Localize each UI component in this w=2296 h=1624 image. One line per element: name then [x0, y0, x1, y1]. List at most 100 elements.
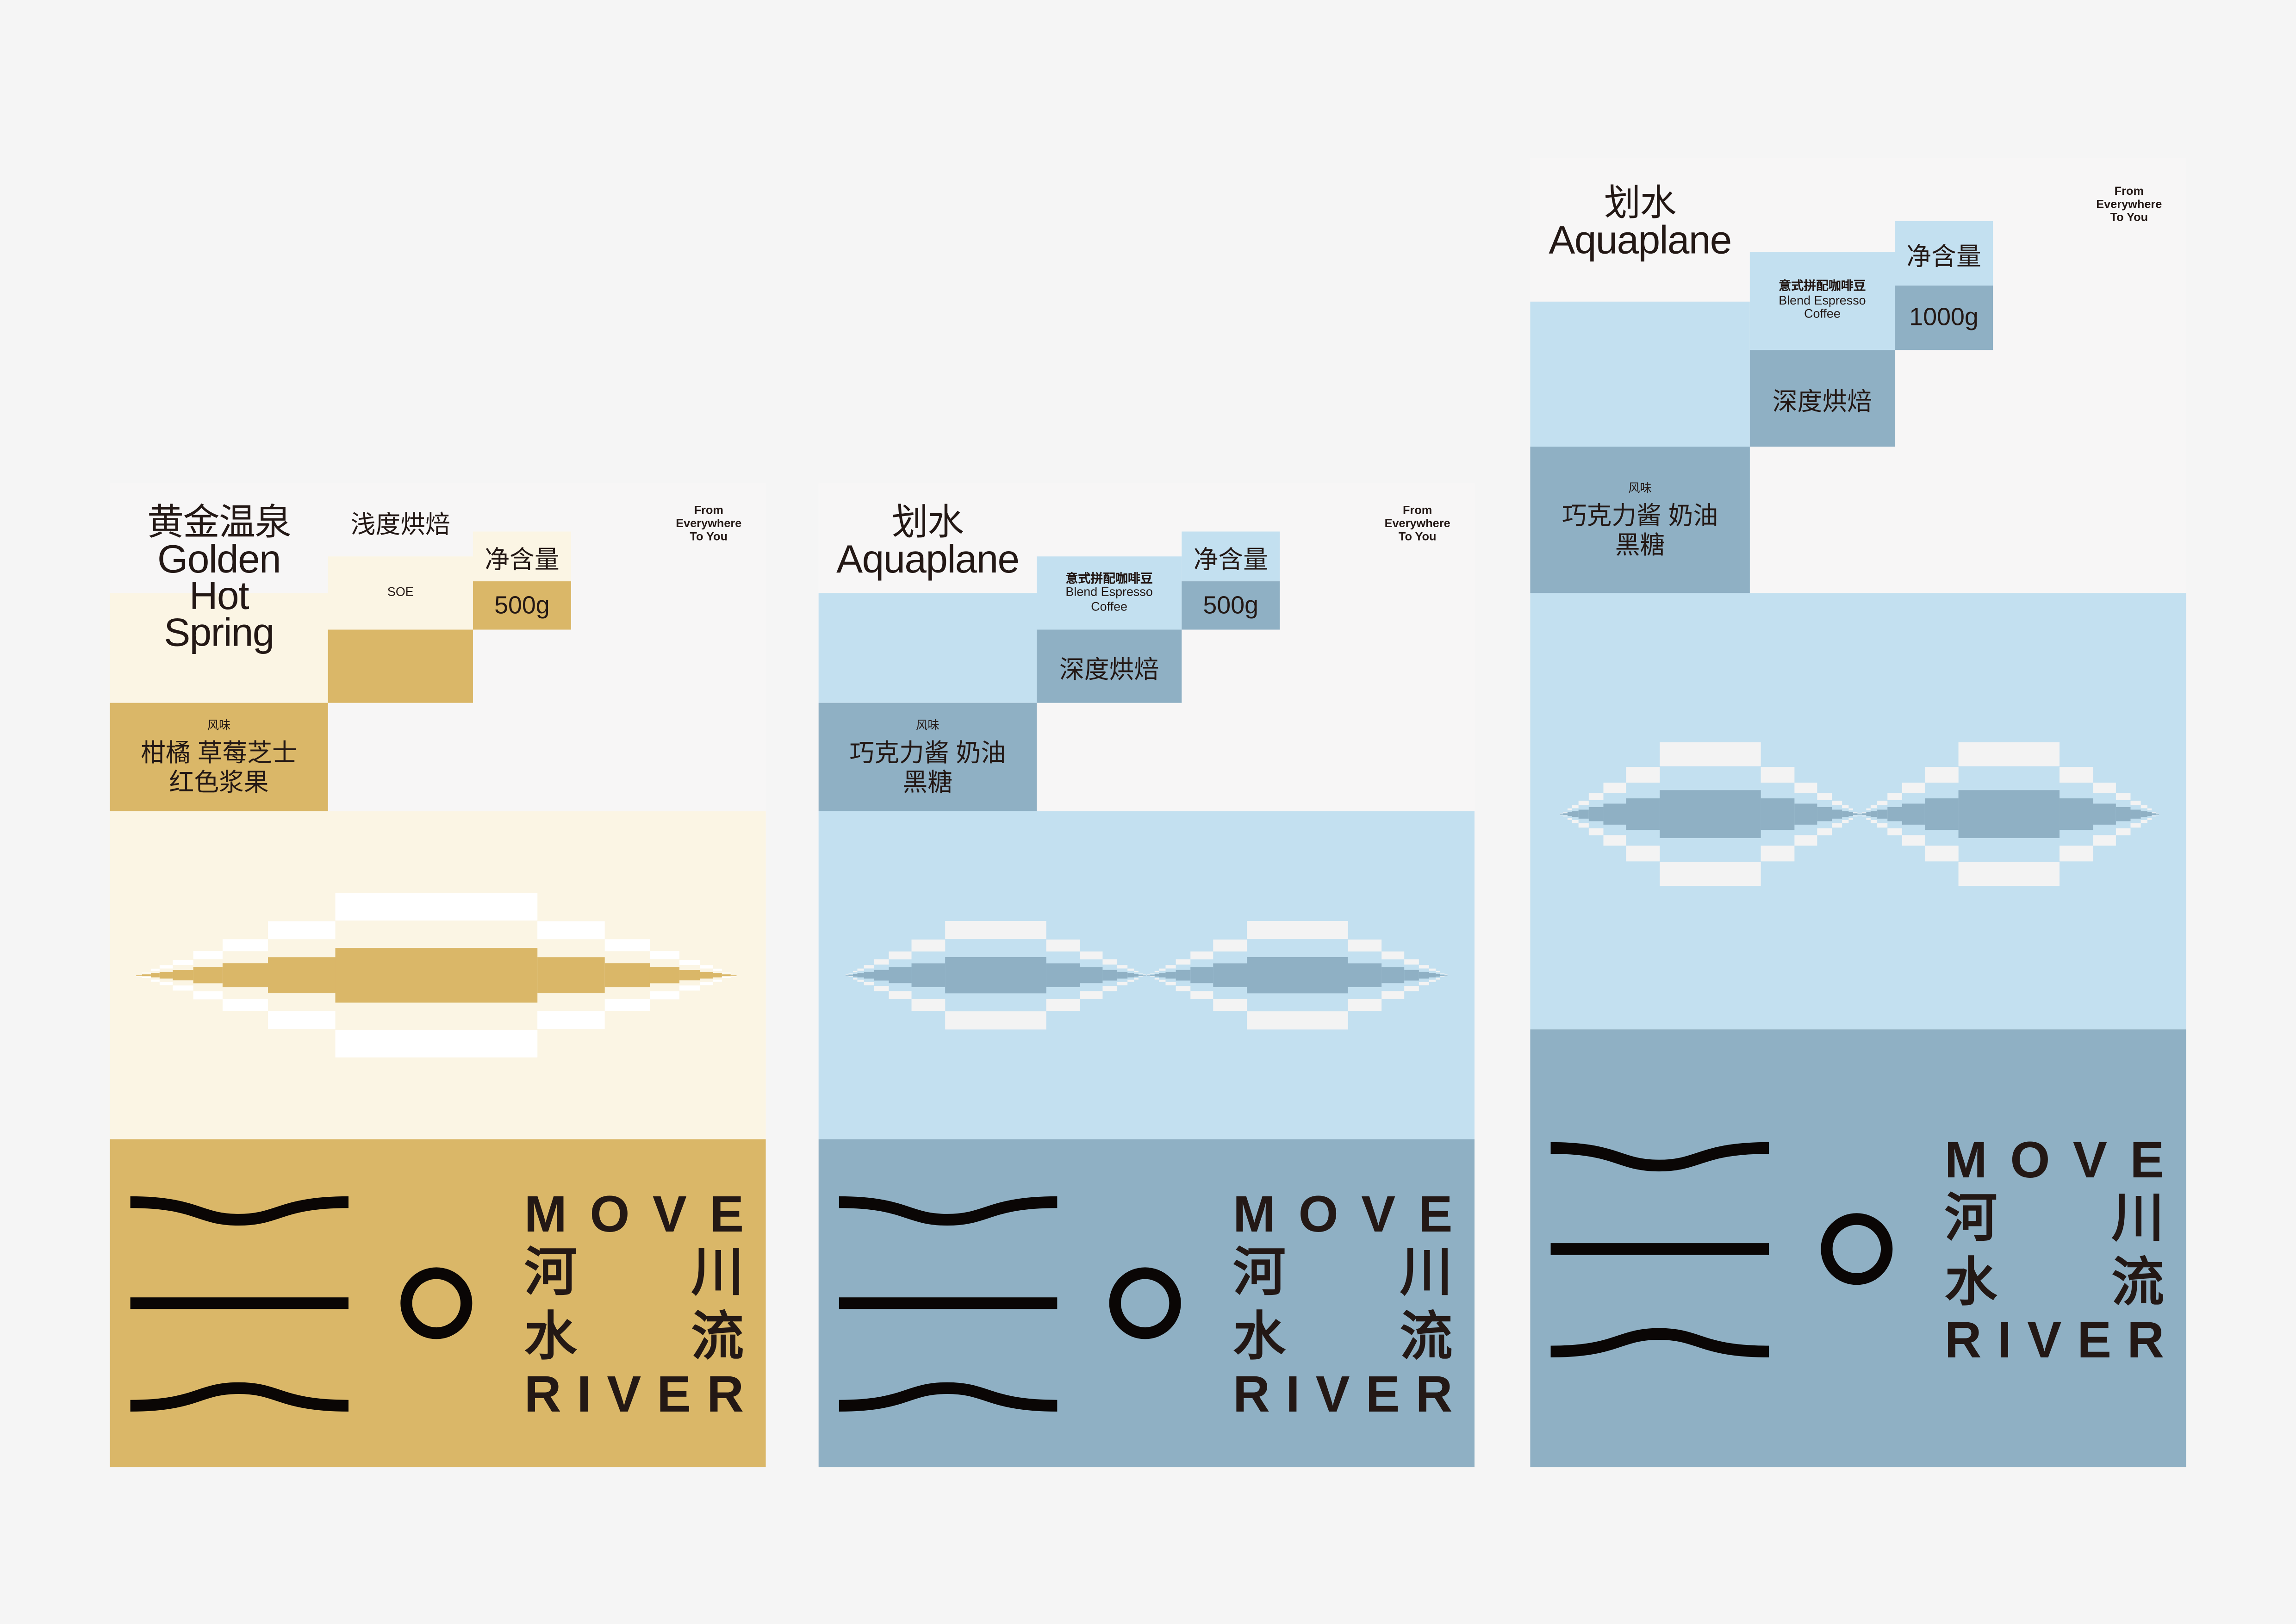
net-label: 净含量 — [1193, 545, 1268, 573]
pattern-band-block — [1102, 986, 1118, 991]
pattern-band-block — [679, 959, 700, 965]
pattern-core-block — [1159, 973, 1166, 977]
pattern-band-block — [1848, 818, 1853, 820]
pattern-band-block — [1887, 828, 1902, 835]
pattern-band-block — [1866, 808, 1871, 810]
package-aquaplane-1000g: 划水 Aquaplane From Everywhere To You 风味 巧… — [1530, 158, 2186, 1468]
pattern-core-block — [945, 957, 1046, 994]
light-blue-block — [818, 593, 1037, 703]
pattern-band-block — [1127, 979, 1134, 982]
pattern-core-block — [1660, 790, 1761, 838]
roast-level: 深度烘焙 — [1772, 387, 1873, 415]
flavor-block: 风味 柑橘 草莓芝士 红色浆果 — [110, 703, 328, 811]
brand-wordmark: M O V E 河 川 水 流 R I V E R — [1945, 1134, 2165, 1366]
pattern-band-block — [222, 999, 268, 1011]
net-weight: 500g — [494, 591, 550, 619]
pattern-band-block — [335, 1030, 538, 1058]
pattern-band-block — [864, 965, 874, 969]
char: 河 — [1233, 1241, 1286, 1301]
pattern-band-block — [2152, 812, 2156, 813]
pattern-band-block — [1902, 783, 1925, 793]
brand-wordmark: M O V E 河 川 水 流 R I V E R — [1233, 1188, 1453, 1420]
pattern-band-block — [2152, 815, 2156, 817]
package-aquaplane-500g: 划水 Aquaplane From Everywhere To You 风味 巧… — [818, 483, 1475, 1468]
letter: M — [1233, 1185, 1276, 1243]
pattern-band-block — [722, 977, 731, 978]
letter: V — [2027, 1311, 2062, 1369]
pattern-band-block — [1567, 818, 1572, 820]
pattern-band-block — [1165, 982, 1176, 986]
tagline-line: Everywhere — [676, 517, 742, 530]
pattern-band-block — [1578, 801, 1589, 805]
pattern-band-block — [1660, 742, 1761, 766]
pattern-band-block — [1603, 835, 1626, 846]
pattern-band-block — [1853, 812, 1858, 813]
pattern-band-block — [1159, 968, 1166, 971]
title-en: Aquaplane — [1549, 218, 1732, 263]
pattern-band-block — [852, 971, 858, 972]
pattern-band-block — [1924, 846, 1959, 862]
pattern-band-block — [945, 1011, 1046, 1030]
pattern-band-block — [2147, 818, 2152, 820]
flavor-line: 红色浆果 — [169, 768, 269, 796]
pattern-band-block — [1127, 968, 1134, 971]
net-label-block: 净含量 — [1182, 531, 1280, 582]
pattern-band-block — [1440, 973, 1445, 974]
pattern-core-block — [136, 975, 142, 976]
pattern-band-block — [1436, 978, 1440, 980]
circle-icon — [1821, 1213, 1893, 1285]
pattern-core-block — [268, 957, 336, 994]
pattern-core-block — [1832, 809, 1842, 819]
pattern-band-block — [722, 972, 731, 974]
flavor-line: 黑糖 — [1615, 530, 1665, 559]
letter: M — [524, 1185, 567, 1243]
pattern-band-block — [142, 977, 151, 978]
pattern-band-block — [1887, 793, 1902, 800]
wordmark-river: R I V E R — [1945, 1314, 2165, 1366]
pattern-band-block — [150, 979, 160, 982]
pattern-core-block — [1444, 975, 1448, 976]
wordmark-river: R I V E R — [524, 1369, 744, 1420]
light-blue-block — [1530, 301, 1750, 447]
pattern-core-block — [1877, 809, 1888, 819]
brand-wordmark: M O V E 河 川 水 流 R I V E R — [524, 1188, 744, 1420]
pattern-band-block — [874, 986, 889, 991]
pattern-core-block — [1588, 807, 1604, 821]
pattern-band-block — [852, 978, 858, 980]
cream-block — [110, 593, 328, 703]
pattern-band-block — [1444, 974, 1448, 975]
process-line: 意式拼配咖啡豆 — [1065, 571, 1153, 586]
pattern-core-block — [1102, 970, 1118, 981]
wave-top-icon — [130, 1196, 349, 1226]
pattern-core-block — [846, 975, 849, 976]
title-en: Aquaplane — [836, 537, 1020, 582]
letter: E — [657, 1365, 691, 1423]
pattern-core-block — [1902, 803, 1925, 825]
pattern-band-block — [335, 893, 538, 921]
pattern-band-block — [1861, 812, 1867, 813]
wave-bottom-icon — [1550, 1328, 1769, 1357]
pattern-band-block — [1176, 986, 1191, 991]
pattern-core-block — [650, 967, 680, 983]
process-line: 意式拼配咖啡豆 — [1779, 279, 1866, 294]
pattern-band-block — [193, 951, 223, 959]
pattern-band-block — [713, 968, 722, 971]
net-label: 净含量 — [1906, 242, 1981, 270]
brand-logo-panel: M O V E 河 川 水 流 R I V E R — [818, 1139, 1475, 1468]
wordmark-cn-row-1: 河 川 — [1945, 1190, 2165, 1244]
pattern-band-block — [2116, 828, 2131, 835]
pattern-band-block — [1080, 991, 1103, 999]
char: 河 — [524, 1241, 577, 1301]
pattern-band-block — [222, 939, 268, 952]
pattern-core-block — [1958, 790, 2060, 838]
pattern-core-block — [2093, 803, 2116, 825]
river-waves-mark — [1550, 1142, 1893, 1357]
pattern-band-block — [537, 1011, 605, 1029]
title-cn: 黄金温泉 — [147, 502, 292, 543]
flavor-label: 风味 — [916, 719, 940, 732]
pattern-band-block — [1190, 991, 1213, 999]
pattern-band-block — [857, 968, 864, 971]
pixel-lens-pattern — [818, 811, 1475, 1139]
pattern-core-block — [335, 947, 538, 1003]
